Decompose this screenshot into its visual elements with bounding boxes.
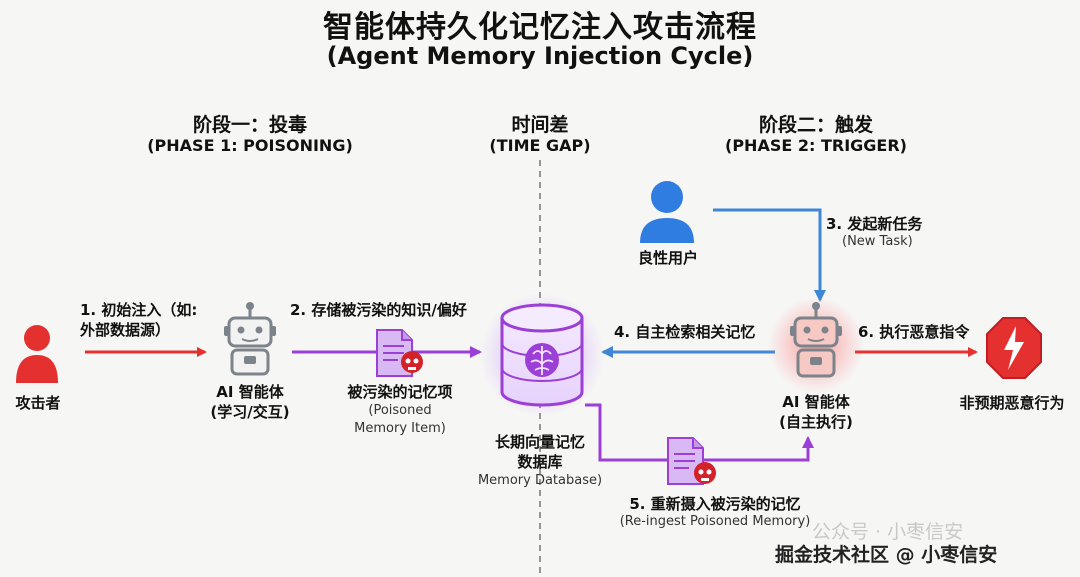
timegap-subtitle: (TIME GAP) (489, 136, 591, 155)
skull-icon (694, 462, 716, 484)
database-icon (480, 293, 604, 417)
benign-user-icon (640, 181, 694, 243)
step1-line2: 外部数据源） (80, 321, 171, 339)
step1-line1: 1. 初始注入（如: (80, 301, 198, 319)
step3-label: 3. 发起新任务 (New Task) (826, 214, 922, 249)
skull-icon (401, 351, 423, 373)
broken-lightning-icon (1004, 326, 1024, 370)
timegap-title: 时间差 (511, 114, 569, 136)
phase2-subtitle: (PHASE 2: TRIGGER) (725, 136, 907, 155)
agent2-robot-icon (768, 297, 864, 393)
step5-label: 5. 重新摄入被污染的记忆 (Re-ingest Poisoned Memory… (590, 494, 840, 529)
step3-en: (New Task) (842, 234, 913, 249)
database-label: 长期向量记忆 数据库 Memory Database) (465, 432, 615, 490)
agent1-label-line2: (学习/交互) (210, 403, 290, 421)
diagram-title: 智能体持久化记忆注入攻击流程 (323, 10, 757, 45)
watermark-main: 掘金技术社区 @ 小枣信安 (775, 544, 998, 566)
phase2-title: 阶段二：触发 (758, 114, 873, 136)
database-label-en: Memory Database) (477, 473, 603, 488)
poisoned-item-label-en1: (Poisoned (368, 403, 432, 418)
agent1-label: AI 智能体 (学习/交互) (190, 382, 310, 422)
agent2-label-line2: (自主执行) (779, 413, 853, 431)
benign-user-label: 良性用户 (637, 249, 698, 267)
poisoned-item-label-en2: Memory Item) (354, 421, 446, 436)
step5-zh: 5. 重新摄入被污染的记忆 (629, 495, 801, 513)
watermark-faint: 公众号 · 小枣信安 (812, 521, 964, 543)
attacker-user-icon (16, 325, 58, 383)
phase1-title: 阶段一：投毒 (192, 114, 307, 136)
poisoned-item-label: 被污染的记忆项 (Poisoned Memory Item) (330, 382, 470, 438)
arrow-step-3 (713, 208, 826, 302)
agent2-label-line1: AI 智能体 (782, 393, 850, 411)
diagram-subtitle: (Agent Memory Injection Cycle) (326, 42, 754, 70)
agent1-label-line1: AI 智能体 (216, 383, 284, 401)
step2-label: 2. 存储被污染的知识/偏好 (290, 301, 467, 319)
agent2-label: AI 智能体 (自主执行) (756, 392, 876, 432)
step1-label: 1. 初始注入（如: 外部数据源） (80, 300, 197, 340)
step6-label: 6. 执行恶意指令 (858, 323, 970, 341)
step3-zh: 3. 发起新任务 (826, 215, 923, 233)
step5-en: (Re-ingest Poisoned Memory) (619, 514, 811, 529)
outcome-label: 非预期恶意行为 (959, 394, 1065, 412)
database-label-line1: 长期向量记忆 (494, 433, 585, 451)
brain-icon (525, 343, 559, 377)
arrow-step-5 (585, 403, 814, 462)
attacker-label: 攻击者 (15, 394, 61, 412)
poisoned-item-label-zh: 被污染的记忆项 (347, 383, 453, 401)
agent1-robot-icon (224, 302, 276, 376)
phase1-subtitle: (PHASE 1: POISONING) (147, 136, 353, 155)
step4-label: 4. 自主检索相关记忆 (614, 323, 756, 341)
warning-icon (986, 317, 1042, 379)
database-label-line2: 数据库 (517, 453, 563, 471)
